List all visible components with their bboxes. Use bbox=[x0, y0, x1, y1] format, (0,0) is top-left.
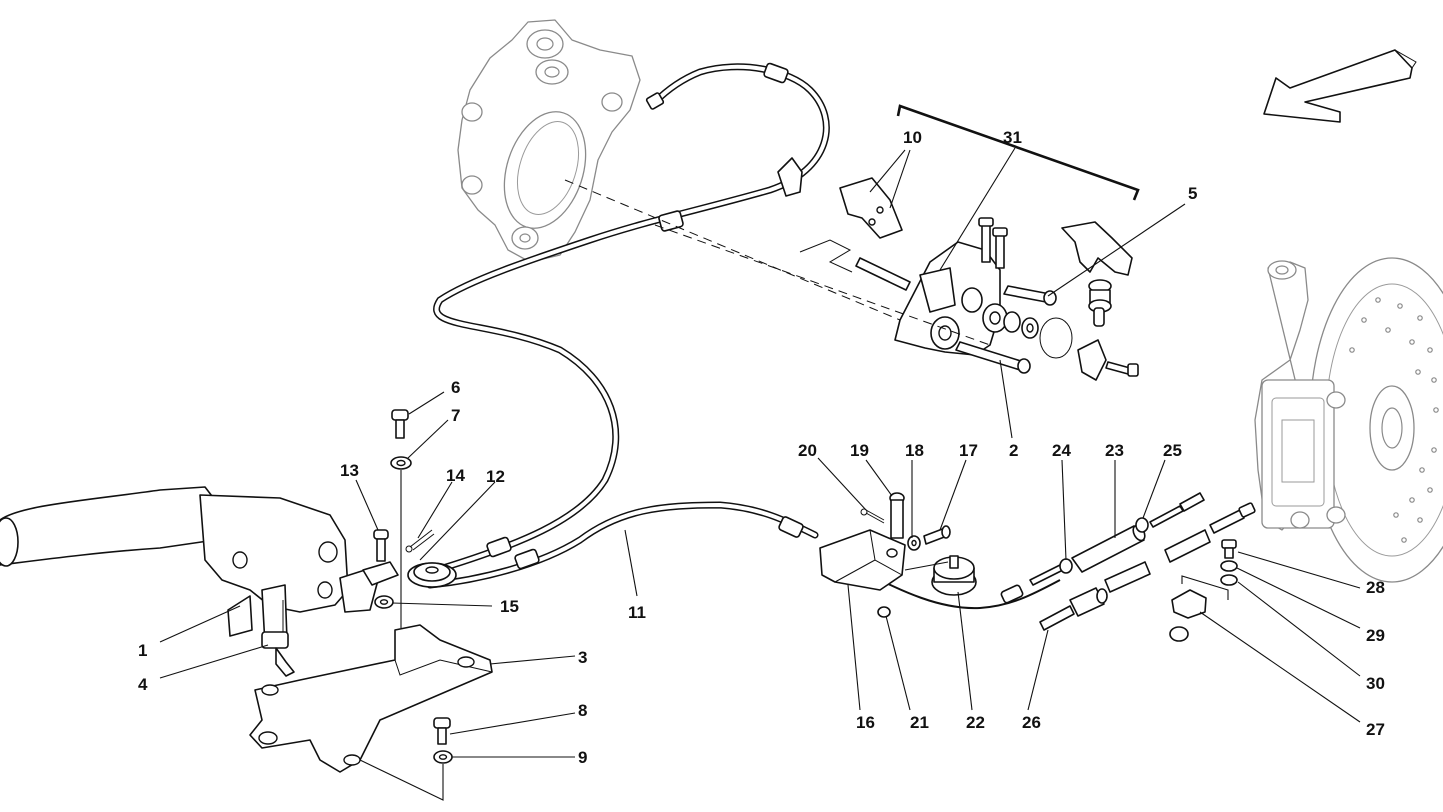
callout-16: 16 bbox=[856, 713, 875, 732]
bolt-13 bbox=[373, 529, 389, 562]
cable-end-rod bbox=[1149, 492, 1205, 528]
nut-24 bbox=[1059, 558, 1073, 574]
callout-11: 11 bbox=[628, 603, 646, 622]
callout-12: 12 bbox=[486, 467, 505, 486]
callout-20: 20 bbox=[798, 441, 817, 460]
cable-fittings bbox=[486, 62, 1024, 604]
lever-switch bbox=[261, 600, 295, 677]
callout-28: 28 bbox=[1366, 578, 1385, 597]
sleeve-23 bbox=[1071, 524, 1146, 573]
washer-15 bbox=[374, 595, 394, 609]
callout-5: 5 bbox=[1188, 184, 1197, 203]
grommet-22 bbox=[931, 555, 977, 596]
cable-end-rear bbox=[1104, 502, 1256, 593]
leader-lines bbox=[159, 147, 1361, 758]
callout-18: 18 bbox=[905, 441, 924, 460]
callout-3: 3 bbox=[578, 648, 587, 667]
callout-27: 27 bbox=[1366, 720, 1385, 739]
callout-4: 4 bbox=[138, 675, 148, 694]
pulley-12 bbox=[407, 562, 457, 588]
nut-25 bbox=[1135, 517, 1149, 533]
split-pin-20 bbox=[860, 508, 885, 524]
callout-31: 31 bbox=[1003, 128, 1022, 147]
arrow-icon bbox=[1263, 49, 1417, 123]
handbrake-lever bbox=[0, 486, 379, 646]
bolt-8 bbox=[433, 717, 451, 745]
bolt-28 bbox=[1221, 539, 1237, 559]
callout-6: 6 bbox=[451, 378, 460, 397]
adjuster-26 bbox=[1039, 587, 1108, 631]
callout-30: 30 bbox=[1366, 674, 1385, 693]
callout-17: 17 bbox=[959, 441, 978, 460]
washer-30 bbox=[1220, 574, 1238, 586]
washer-18 bbox=[907, 535, 921, 551]
callout-24: 24 bbox=[1052, 441, 1071, 460]
callout-7: 7 bbox=[451, 406, 460, 425]
bolt-17 bbox=[923, 525, 951, 545]
brake-disc-outline bbox=[1254, 257, 1443, 583]
callout-14: 14 bbox=[446, 466, 465, 485]
callout-25: 25 bbox=[1163, 441, 1182, 460]
callout-22: 22 bbox=[966, 713, 985, 732]
callout-1: 1 bbox=[138, 641, 147, 660]
split-pin-14 bbox=[405, 529, 435, 553]
callout-8: 8 bbox=[578, 701, 587, 720]
callout-2: 2 bbox=[1009, 441, 1018, 460]
knuckle-outline bbox=[457, 19, 641, 263]
callout-13: 13 bbox=[340, 461, 359, 480]
callout-23: 23 bbox=[1105, 441, 1124, 460]
bolt-6 bbox=[391, 409, 409, 439]
washer-7 bbox=[390, 456, 412, 470]
cable-lower bbox=[426, 501, 1061, 610]
washer-29 bbox=[1220, 560, 1238, 572]
callout-9: 9 bbox=[578, 748, 587, 767]
clevis-pin-19 bbox=[889, 492, 905, 539]
callout-29: 29 bbox=[1366, 626, 1385, 645]
callout-labels: 1 2 3 4 5 6 7 8 9 10 11 12 13 14 15 16 1… bbox=[138, 128, 1385, 767]
callout-19: 19 bbox=[850, 441, 869, 460]
callout-15: 15 bbox=[500, 597, 519, 616]
clevis-bracket bbox=[362, 561, 399, 586]
callout-10: 10 bbox=[903, 128, 922, 147]
clip-27 bbox=[1169, 589, 1207, 642]
bracket-31 bbox=[896, 104, 1140, 201]
lever-support-bracket bbox=[249, 624, 493, 773]
nut-9 bbox=[433, 750, 453, 764]
callout-26: 26 bbox=[1022, 713, 1041, 732]
callout-21: 21 bbox=[910, 713, 929, 732]
cable-bracket-16 bbox=[819, 529, 906, 591]
washer-21 bbox=[877, 606, 891, 618]
caliper-assembly bbox=[799, 177, 1139, 381]
